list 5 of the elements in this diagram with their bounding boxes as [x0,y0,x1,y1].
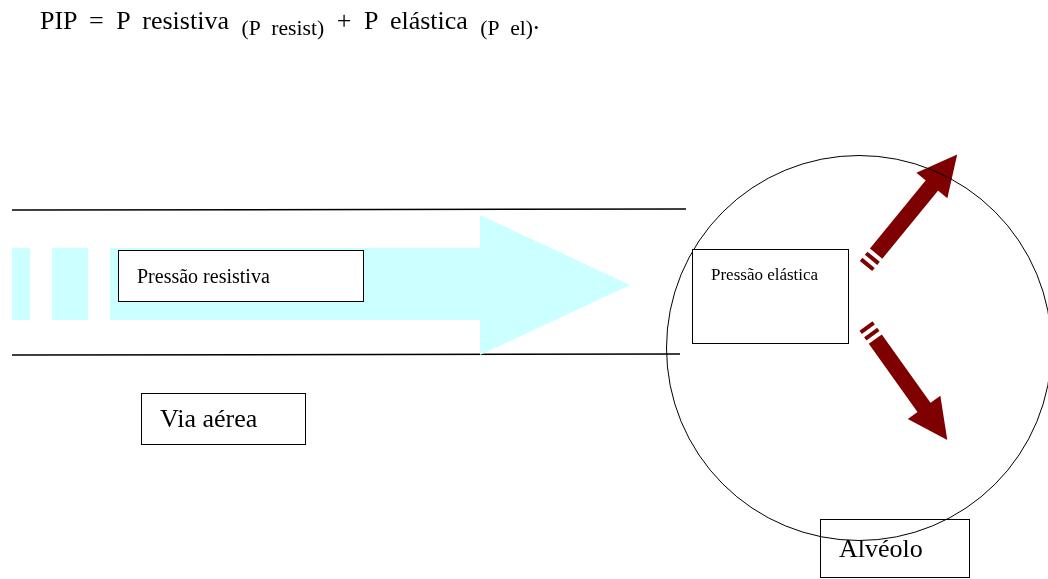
label-box: Pressão elástica [692,249,849,344]
equation-title: PIP = P resistiva $_{(P resist)}$ + P elástica $_{(P el)}$. [40,6,540,42]
label-box: Via aérea [141,393,306,445]
label-box: Alvéolo [820,519,970,578]
label-box: Pressão resistiva [118,250,364,302]
